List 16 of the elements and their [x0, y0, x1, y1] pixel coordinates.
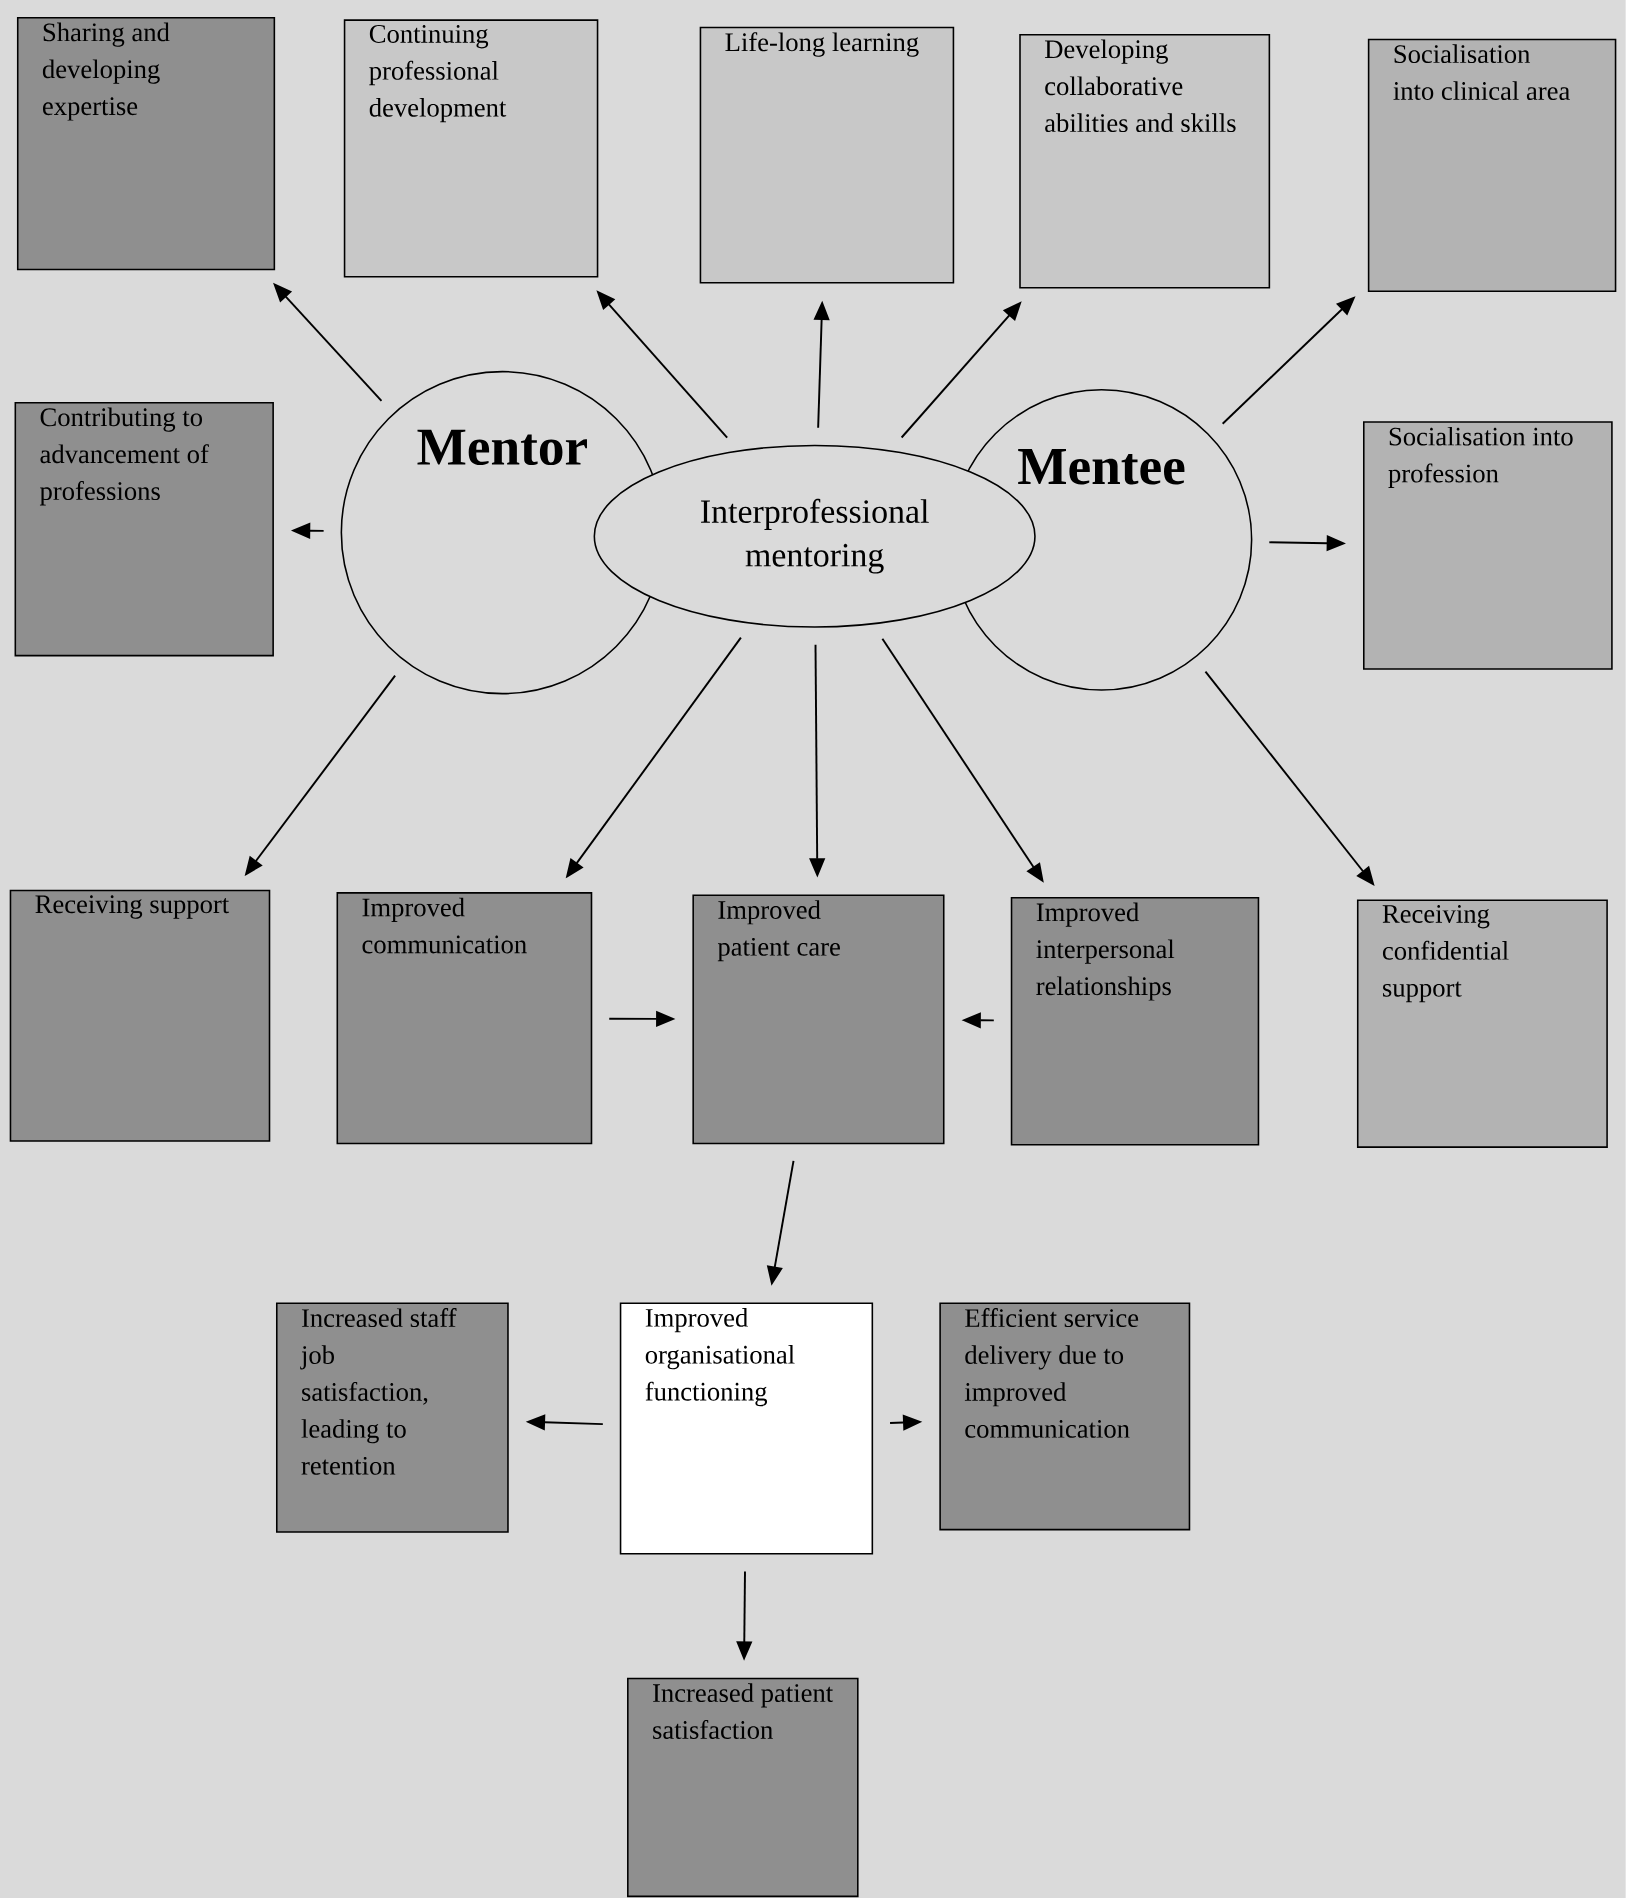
- text-box: Socialisation into clinical area: [1368, 38, 1617, 293]
- text-box: Increased staff job satisfaction, leading to retention: [276, 1302, 509, 1533]
- text-box: Improved organisational functioning: [619, 1302, 874, 1555]
- text-box: Efficient service delivery due to improved communication: [939, 1302, 1191, 1531]
- text-box: Contributing to advancement of professions: [14, 401, 275, 657]
- text-box: Continuing professional development: [343, 19, 599, 278]
- text-box: Improved patient care: [692, 894, 945, 1145]
- text-box: Developing collaborative abilities and skills: [1019, 33, 1271, 289]
- text-box: Improved interpersonal relationships: [1010, 896, 1260, 1146]
- text-box: Improved communication: [336, 892, 593, 1145]
- text-box: Receiving confidential support: [1357, 899, 1609, 1148]
- text-box: Sharing and developing expertise: [17, 16, 276, 271]
- text-box: Life-long learning: [699, 26, 955, 284]
- text-box: Increased patient satisfaction: [627, 1677, 859, 1898]
- text-box: Receiving support: [9, 889, 271, 1142]
- text-box: Socialisation into profession: [1363, 421, 1613, 670]
